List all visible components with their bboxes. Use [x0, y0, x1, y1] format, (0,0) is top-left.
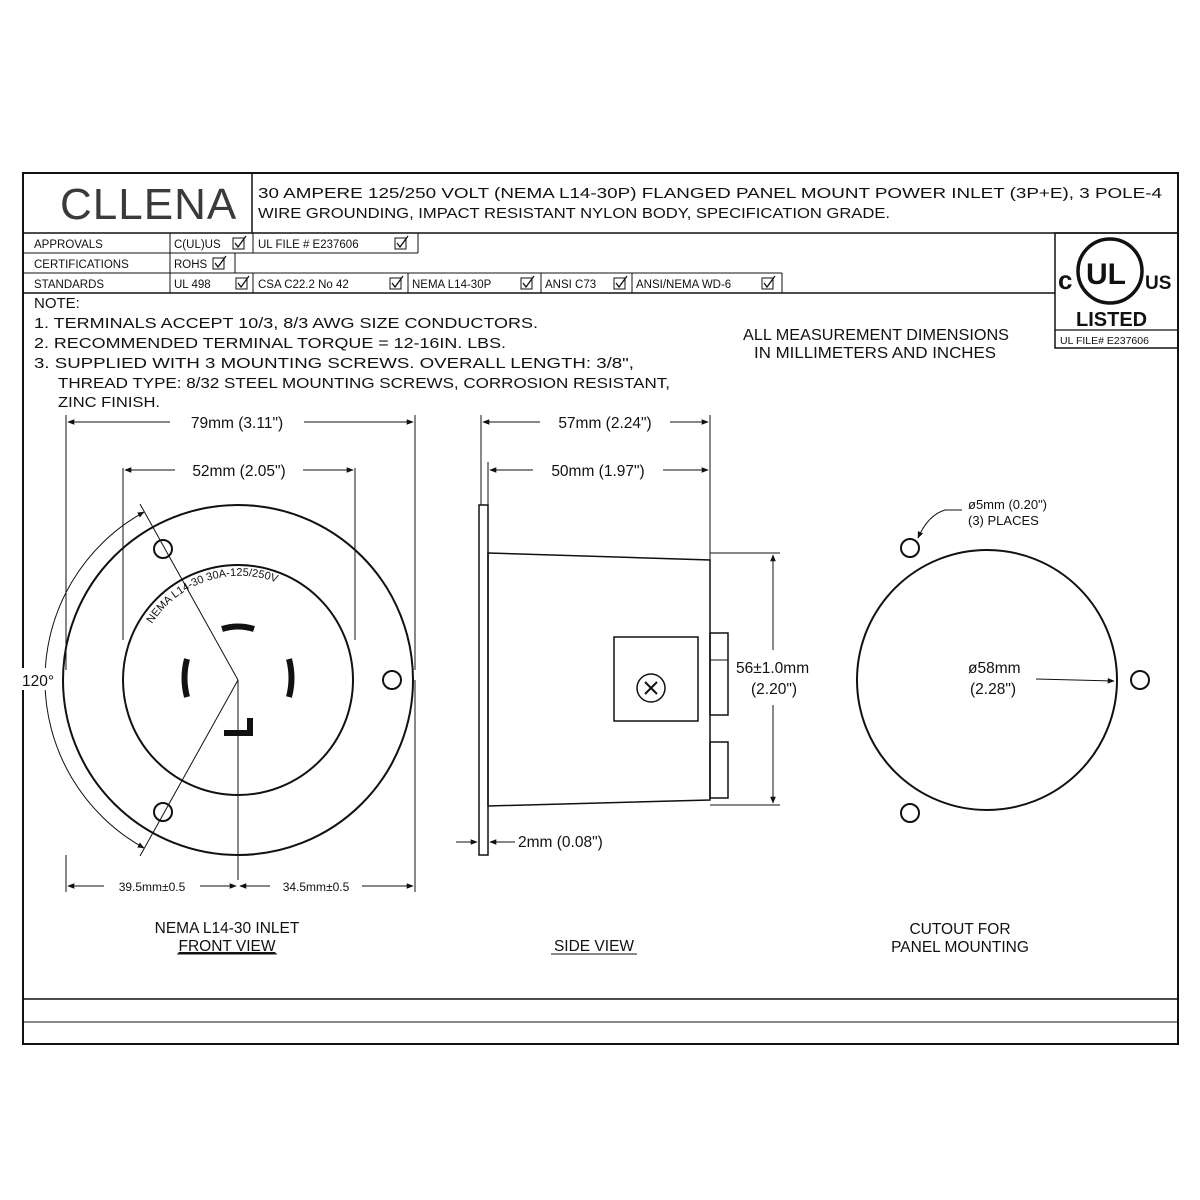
side-dim-flange: 2mm (0.08") — [518, 834, 603, 851]
ul-listed-mark: c UL US LISTED UL FILE# E237606 — [1054, 232, 1179, 349]
side-dim-overall: 57mm (2.24") — [558, 415, 651, 432]
product-description-line1: 30 AMPERE 125/250 VOLT (NEMA L14-30P) FL… — [258, 186, 1162, 202]
side-view: 57mm (2.24") 50mm (1.97") 56±1.0mm (2.20… — [456, 415, 809, 955]
receptacle-slot-right — [286, 658, 295, 698]
cutout-dim-hole-1: ø5mm (0.20") — [968, 497, 1047, 512]
checkbox-icon — [212, 257, 225, 270]
side-dim-height-1: 56±1.0mm — [736, 660, 809, 677]
product-description-line2: WIRE GROUNDING, IMPACT RESISTANT NYLON B… — [258, 206, 890, 222]
front-dim-angle: 120° — [22, 673, 54, 690]
check-mark-icon — [763, 275, 776, 289]
side-view-caption: SIDE VIEW — [554, 938, 634, 955]
ul-logo-ul: UL — [1086, 258, 1126, 291]
checkbox-icon — [235, 277, 248, 290]
check-mark-icon — [234, 235, 247, 249]
side-dim-height-2: (2.20") — [751, 681, 797, 698]
note-line-3: 3. SUPPLIED WITH 3 MOUNTING SCREWS. OVER… — [34, 355, 634, 372]
front-view: 79mm (3.11") 52mm (2.05") 120° NEMA L14-… — [18, 415, 416, 955]
mounting-hole-icon — [900, 803, 920, 823]
cutout-view: ø5mm (0.20") (3) PLACES ø58mm (2.28") CU… — [856, 497, 1150, 956]
checkbox-icon — [232, 237, 245, 250]
front-dim-inner: 52mm (2.05") — [192, 463, 285, 480]
checkbox-icon — [520, 277, 533, 290]
cutout-caption-line2: PANEL MOUNTING — [891, 939, 1029, 956]
notes-heading: NOTE: — [34, 295, 80, 312]
standard-ul498: UL 498 — [174, 279, 211, 291]
ul-logo-c: c — [1058, 265, 1072, 295]
front-dim-left: 39.5mm±0.5 — [119, 880, 186, 894]
hole-leader-line — [917, 509, 962, 539]
side-flange-plate — [478, 504, 489, 856]
front-dim-overall: 79mm (3.11") — [191, 415, 283, 432]
cutout-circle — [856, 549, 1118, 811]
mounting-hole-icon — [900, 538, 920, 558]
mounting-hole-icon — [1130, 670, 1150, 690]
cutout-caption-line1: CUTOUT FOR — [909, 921, 1010, 938]
approvals-label: APPROVALS — [34, 239, 103, 251]
check-mark-icon — [214, 255, 227, 269]
receptacle-slot-left — [181, 658, 190, 698]
mounting-hole-icon — [382, 670, 402, 690]
check-mark-icon — [522, 275, 535, 289]
standard-ansi: ANSI C73 — [545, 279, 596, 291]
note-line-5: ZINC FINISH. — [58, 394, 160, 411]
side-body-outline — [487, 552, 711, 807]
measurement-note-line1: ALL MEASUREMENT DIMENSIONS — [743, 327, 1009, 344]
front-view-caption-line2: FRONT VIEW — [178, 938, 275, 955]
ul-logo-us: US — [1145, 273, 1171, 294]
standard-nema: NEMA L14-30P — [412, 279, 492, 291]
diameter-leader-line — [1035, 678, 1115, 684]
check-mark-icon — [237, 275, 250, 289]
screw-head-icon — [636, 673, 666, 703]
standards-label: STANDARDS — [34, 279, 104, 291]
mounting-hole-icon — [153, 539, 173, 559]
cutout-dim-diameter-2: (2.28") — [970, 681, 1016, 698]
receptacle-slot-top — [221, 623, 255, 632]
measurement-note-line2: IN MILLIMETERS AND INCHES — [754, 345, 996, 362]
note-line-4: THREAD TYPE: 8/32 STEEL MOUNTING SCREWS,… — [58, 375, 670, 392]
mounting-hole-icon — [153, 802, 173, 822]
spec-table: APPROVALS C(UL)US UL FILE # E237606 CERT… — [23, 233, 1055, 294]
approval-cul-us: C(UL)US — [174, 239, 221, 251]
front-face-rating: NEMA L14-30 30A-125/250V — [144, 567, 280, 626]
approval-ul-file: UL FILE # E237606 — [258, 239, 359, 251]
note-line-1: 1. TERMINALS ACCEPT 10/3, 8/3 AWG SIZE C… — [34, 315, 538, 332]
checkbox-icon — [761, 277, 774, 290]
front-view-caption-line1: NEMA L14-30 INLET — [155, 920, 300, 937]
checkbox-icon — [613, 277, 626, 290]
front-dim-right: 34.5mm±0.5 — [283, 880, 350, 894]
certification-rohs: ROHS — [174, 259, 208, 271]
notes-block: NOTE: 1. TERMINALS ACCEPT 10/3, 8/3 AWG … — [34, 295, 670, 411]
checkbox-icon — [389, 277, 402, 290]
check-mark-icon — [396, 235, 409, 249]
terminal-block — [613, 636, 699, 722]
checkbox-icon — [394, 237, 407, 250]
ul-listed-text: LISTED — [1076, 309, 1147, 331]
terminal-tab — [709, 741, 729, 799]
screw-slot-icon — [644, 681, 658, 695]
check-mark-icon — [615, 275, 628, 289]
side-dim-body: 50mm (1.97") — [551, 463, 644, 480]
ul-logo-icon — [1076, 237, 1144, 305]
receptacle-ground-slot — [224, 718, 253, 736]
check-mark-icon — [391, 275, 404, 289]
standard-ansi-nema: ANSI/NEMA WD-6 — [636, 279, 731, 291]
brand-logo-text: CLLENA — [60, 180, 237, 229]
ul-file-number: UL FILE# E237606 — [1060, 335, 1149, 347]
terminal-tab — [709, 632, 729, 716]
certifications-label: CERTIFICATIONS — [34, 259, 129, 271]
standard-csa: CSA C22.2 No 42 — [258, 279, 349, 291]
drawing-frame — [22, 172, 1179, 1045]
cutout-dim-diameter-1: ø58mm — [968, 660, 1021, 677]
cutout-dim-hole-2: (3) PLACES — [968, 513, 1039, 528]
note-line-2: 2. RECOMMENDED TERMINAL TORQUE = 12-16IN… — [34, 335, 506, 352]
